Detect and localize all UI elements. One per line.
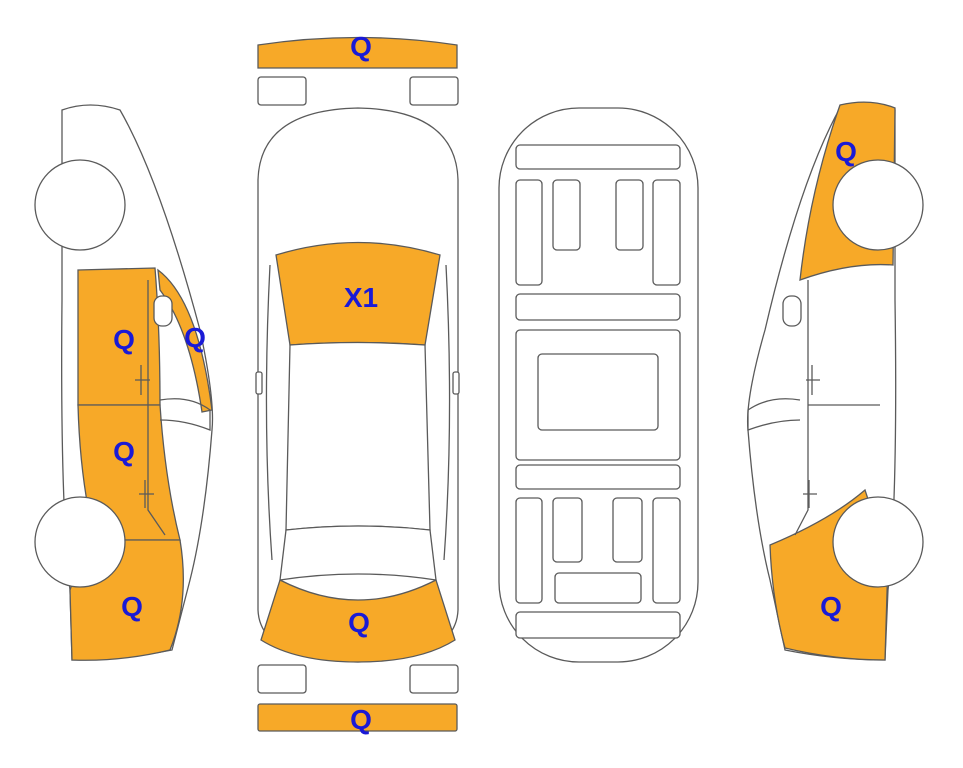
marker-right-rear-quarter: Q (820, 591, 842, 622)
front-bumper-panel[interactable] (257, 36, 458, 69)
underbody-front-slot-left (552, 179, 581, 251)
left-side-mirror (153, 295, 173, 327)
marker-rear-bumper: Q (350, 704, 372, 735)
right-rear-wheel (832, 496, 924, 588)
underbody-tunnel (537, 353, 659, 431)
left-front-wheel (34, 159, 126, 251)
underbody-cross-bar-2 (515, 464, 681, 490)
marker-left-rear-door: Q (113, 436, 135, 467)
underbody-rear-slot-left (552, 497, 583, 563)
right-rear-door-handle (803, 480, 817, 508)
underbody-front-bar (515, 144, 681, 170)
body-side-right (443, 264, 451, 561)
roof-panel (285, 341, 431, 531)
underbody-view (498, 107, 699, 663)
marker-windshield: X1 (344, 282, 378, 313)
underbody-rear-rail-left (515, 497, 543, 604)
rear-bumper-panel[interactable] (257, 703, 458, 732)
underbody-front-rail-right (652, 179, 681, 286)
damage-markers: Q X1 Q Q Q Q Q Q Q Q (113, 31, 857, 735)
marker-front-bumper: Q (350, 31, 372, 62)
body-side-left (265, 264, 273, 561)
marker-left-front-door: Q (113, 324, 135, 355)
underbody-rear-box (554, 572, 642, 604)
underbody-rear-bar (515, 611, 681, 639)
left-front-door-handle (135, 365, 150, 395)
trunk-panel[interactable] (260, 579, 456, 663)
right-front-door-handle (806, 365, 820, 395)
marker-trunk: Q (348, 607, 370, 638)
right-window-line (747, 398, 801, 431)
underbody-front-rail-left (515, 179, 543, 286)
top-view (255, 36, 460, 732)
underbody-rear-rail-right (652, 497, 681, 604)
underbody-rear-slot-right (612, 497, 643, 563)
right-door-seam (794, 280, 809, 536)
underbody-cross-bar-1 (515, 293, 681, 321)
right-side-mirror (782, 295, 802, 327)
front-light-right (409, 76, 459, 106)
marker-left-rear-quarter: Q (121, 591, 143, 622)
left-rear-wheel (34, 496, 126, 588)
marker-left-a-pillar: Q (184, 322, 206, 353)
front-light-left (257, 76, 307, 106)
rear-window (279, 525, 437, 581)
underbody-front-slot-right (615, 179, 644, 251)
rear-light-right (409, 664, 459, 694)
left-door-seam (147, 280, 166, 536)
mirror-right (452, 371, 460, 395)
right-side-view (746, 101, 924, 661)
left-window-line (159, 398, 211, 431)
marker-right-front-fender: Q (835, 136, 857, 167)
mirror-left (255, 371, 263, 395)
right-front-wheel (832, 159, 924, 251)
left-rear-door-handle (139, 480, 154, 508)
left-side-view (34, 104, 214, 661)
rear-light-left (257, 664, 307, 694)
